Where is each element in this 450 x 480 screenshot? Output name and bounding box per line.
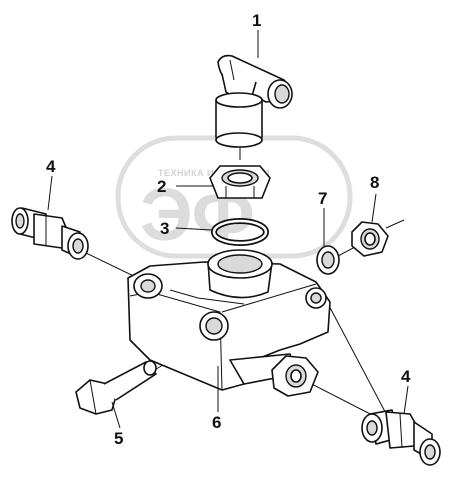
- part-hex-nut-small: [351, 221, 389, 257]
- part-washer: [316, 245, 340, 275]
- callout-8: 8: [370, 173, 379, 192]
- part-housing-outlet-nut: [271, 355, 319, 397]
- callout-2: 2: [157, 177, 166, 196]
- part-connector-left: [11, 207, 89, 260]
- callout-7: 7: [318, 189, 327, 208]
- part-housing: [127, 249, 331, 391]
- part-hex-nut: [209, 165, 271, 199]
- callout-4-right: 4: [401, 367, 411, 386]
- part-elbow-fitting: [215, 54, 293, 148]
- part-connector-right: [361, 409, 441, 466]
- callout-labels: 1 2 3 4 4 5 6 7 8: [46, 11, 411, 448]
- part-bolt: [75, 360, 157, 415]
- callout-leaders: [47, 30, 409, 429]
- callout-6: 6: [212, 413, 221, 432]
- callout-3: 3: [160, 219, 169, 238]
- callout-4-left: 4: [46, 157, 56, 176]
- part-o-ring: [211, 218, 269, 246]
- callout-5: 5: [114, 429, 123, 448]
- callout-1: 1: [252, 11, 261, 30]
